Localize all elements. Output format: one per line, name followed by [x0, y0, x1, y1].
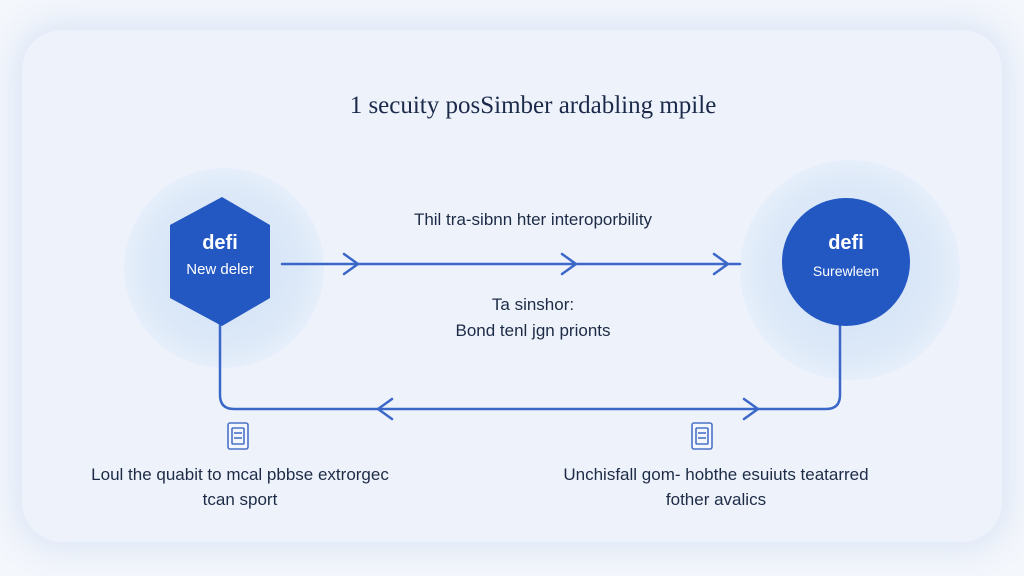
left-node-label-group: defi New deler [170, 232, 270, 278]
bottom-right-caption-line1: Unchisfall gom- hobthe esuiuts teatarred [563, 465, 869, 484]
bottom-left-caption-line2: tcan sport [202, 490, 278, 509]
bottom-connector-loop [218, 316, 842, 411]
document-icon-right [691, 422, 713, 450]
middle-note-line1: Ta sinshor: [491, 295, 575, 314]
right-node-label: Surewleen [812, 263, 880, 279]
document-icon-left [227, 422, 249, 450]
middle-note-line2: Bond tenl jgn prionts [455, 321, 611, 340]
arrow-head-1 [342, 252, 360, 276]
right-node-logo: defi [828, 232, 864, 254]
right-node-label-group: defi Surewleen [782, 232, 910, 279]
bottom-right-caption-line2: fother avalics [665, 490, 767, 509]
arrow-head-3 [712, 252, 730, 276]
left-hexagon-node [170, 197, 270, 326]
bottom-left-caption-line1: Loul the quabit to mcal pbbse extrorgec [91, 465, 389, 484]
left-node-logo: defi [202, 232, 238, 254]
left-node-label: New deler [186, 261, 254, 278]
middle-note: Ta sinshor: Bond tenl jgn prionts [0, 292, 1024, 344]
arrow-head-4 [376, 397, 394, 421]
arrow-head-5 [742, 397, 760, 421]
bottom-right-caption: Unchisfall gom- hobthe esuiuts teatarred… [536, 462, 896, 512]
top-arrow-label: Thil tra-sibnn hter interoporbility [413, 210, 653, 229]
arrow-head-2 [560, 252, 578, 276]
right-circle-node [782, 198, 910, 326]
bottom-left-caption: Loul the quabit to mcal pbbse extrorgec … [60, 462, 420, 512]
diagram-title: 1 secuity posSimber ardabling mpile [349, 92, 717, 119]
